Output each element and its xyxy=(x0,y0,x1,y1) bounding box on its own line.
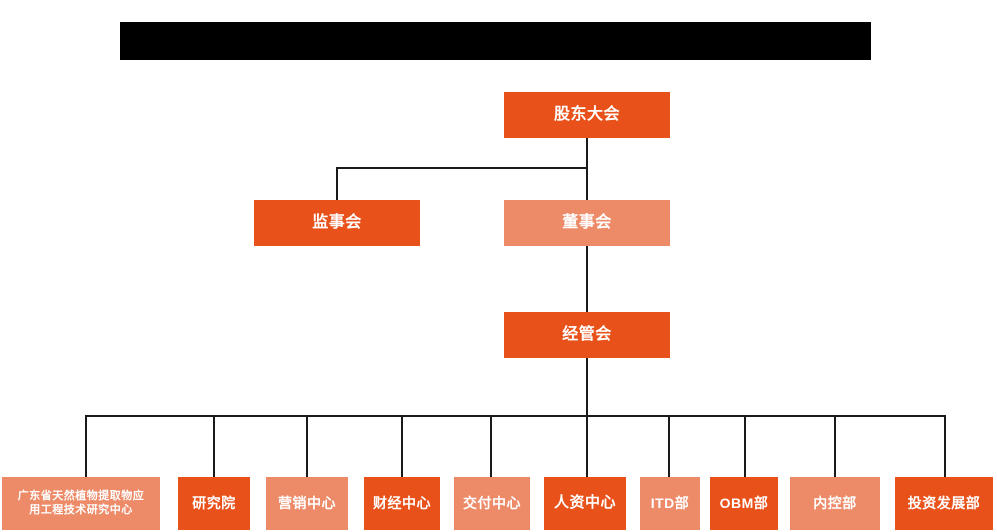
connector-drop-5 xyxy=(490,415,492,477)
connector-drop-2 xyxy=(213,415,215,477)
connector-department-bus xyxy=(85,415,945,417)
node-marketing-center[interactable]: 营销中心 xyxy=(266,477,348,530)
node-label-obm-department: OBM部 xyxy=(719,494,769,511)
connector-drop-6 xyxy=(586,415,588,477)
connector-directors-drop xyxy=(586,167,588,201)
node-delivery-center[interactable]: 交付中心 xyxy=(454,477,530,530)
node-label-management-committee: 经管会 xyxy=(562,326,612,343)
node-guangdong-research-center[interactable]: 广东省天然植物提取物应 用工程技术研究中心 xyxy=(2,477,160,530)
node-research-institute[interactable]: 研究院 xyxy=(178,477,250,530)
connector-drop-7 xyxy=(668,415,670,477)
node-supervisory-board[interactable]: 监事会 xyxy=(254,200,420,246)
connector-drop-9 xyxy=(834,415,836,477)
node-label-board-of-directors: 董事会 xyxy=(562,214,612,231)
node-label-shareholders-meeting: 股东大会 xyxy=(553,106,620,123)
node-label-marketing-center: 营销中心 xyxy=(278,494,336,511)
node-label-research-institute: 研究院 xyxy=(192,494,236,511)
connector-drop-10 xyxy=(944,415,946,477)
redacted-title-bar xyxy=(120,22,871,60)
node-label-investment-development-department: 投资发展部 xyxy=(907,494,981,511)
connector-management-to-bus xyxy=(586,357,588,417)
node-obm-department[interactable]: OBM部 xyxy=(710,477,778,530)
connector-supervisory-drop xyxy=(336,167,338,201)
node-management-committee[interactable]: 经管会 xyxy=(504,312,670,358)
node-label-guangdong-research-center: 广东省天然植物提取物应 用工程技术研究中心 xyxy=(17,489,145,516)
node-label-delivery-center: 交付中心 xyxy=(463,494,521,511)
connector-directors-to-management xyxy=(586,245,588,313)
node-shareholders-meeting[interactable]: 股东大会 xyxy=(504,92,670,138)
node-label-internal-control-department: 内控部 xyxy=(813,494,857,511)
node-board-of-directors[interactable]: 董事会 xyxy=(504,200,670,246)
connector-drop-3 xyxy=(306,415,308,477)
node-label-itd-department: ITD部 xyxy=(650,494,690,511)
connector-drop-1 xyxy=(85,415,87,477)
node-hr-center[interactable]: 人资中心 xyxy=(544,477,626,530)
node-internal-control-department[interactable]: 内控部 xyxy=(790,477,880,530)
node-label-finance-center: 财经中心 xyxy=(373,494,431,511)
connector-drop-8 xyxy=(744,415,746,477)
connector-drop-4 xyxy=(401,415,403,477)
node-label-hr-center: 人资中心 xyxy=(553,494,616,512)
connector-branch-horizontal xyxy=(336,167,588,169)
node-itd-department[interactable]: ITD部 xyxy=(640,477,700,530)
node-label-supervisory-board: 监事会 xyxy=(312,214,362,231)
connector-shareholders-down xyxy=(586,138,588,168)
node-finance-center[interactable]: 财经中心 xyxy=(364,477,440,530)
node-investment-development-department[interactable]: 投资发展部 xyxy=(895,477,993,530)
